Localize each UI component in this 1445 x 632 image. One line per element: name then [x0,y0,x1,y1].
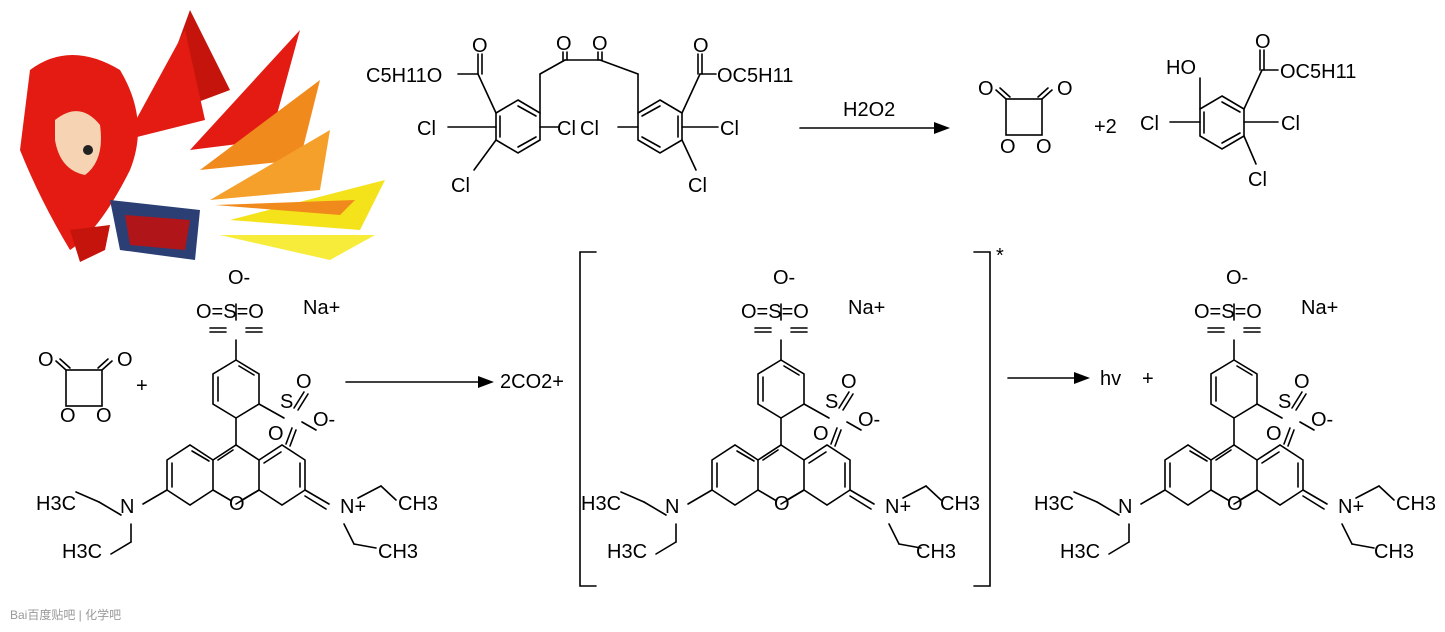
sulfonate-s-label: S [825,391,838,413]
reagent-label: H2O2 [843,99,895,121]
ester-right-label: OC5H11 [717,65,793,87]
sulfonate-o-label: O- [858,409,880,431]
amine-label: N [120,496,134,518]
dioxetanedione [995,87,1053,136]
ring-oxygen-label: O [774,493,790,515]
ethyl-label: H3C [581,493,621,515]
bracket-left [579,251,597,587]
bracket-right [973,251,991,587]
oxygen-label: O [978,78,994,100]
ethyl-label: CH3 [398,493,438,515]
ethyl-label: H3C [36,493,76,515]
amine-label: N [665,496,679,518]
dye-labels-1: O- O=S=O Na+ O S O O- O N N+ H3C H3C CH3… [36,267,438,563]
emission-label: hv [1100,368,1121,390]
sulfonate-o-label: O- [1311,409,1333,431]
sulfonate-o-label: O- [228,267,250,289]
sulfonate-s-label: S [1278,391,1291,413]
plus-sign: + [136,375,148,397]
ethyl-label: CH3 [1374,541,1414,563]
ketone-o-label: O [592,33,608,55]
oxygen-label: O [60,405,76,427]
sulfonate-o-label: O [268,423,284,445]
phenol-ester [1169,49,1279,165]
ketone-o-label: O [556,33,572,55]
sulfonate-o-label: O- [1226,267,1248,289]
sulfonate-o-label: O [813,423,829,445]
iminium-label: N+ [885,496,911,518]
dioxetanedione-reactant [55,358,113,407]
ring-oxygen-label: O [229,493,245,515]
hydroxyl-label: HO [1166,57,1196,79]
ester-right-label: OC5H11 [1280,61,1356,83]
ethyl-label: CH3 [1396,493,1436,515]
sulfonate-s-label: S [280,391,293,413]
sulfonate-label: O=S=O [1194,301,1262,323]
arrow-head [1074,372,1090,384]
cppo-molecule [447,51,719,171]
sulfonate-o-label: O [841,371,857,393]
counter-ion-label: Na+ [848,297,885,319]
oxygen-label: O [96,405,112,427]
counter-ion-label: Na+ [1301,297,1338,319]
sulfonate-label: O=S=O [741,301,809,323]
chlorine-label: Cl [1140,113,1159,135]
plus-sign: + [1142,368,1154,390]
counter-ion-label: Na+ [303,297,340,319]
sulfonate-label: O=S=O [196,301,264,323]
carbonyl-o-label: O [693,35,709,57]
arrow-head [934,122,950,134]
carbonyl-o-label: O [472,35,488,57]
chlorine-label: Cl [580,118,599,140]
sulfonate-o-label: O [296,371,312,393]
chlorine-label: Cl [451,175,470,197]
ethyl-label: H3C [62,541,102,563]
co2-product-label: 2CO2+ [500,371,564,393]
ester-left-label: C5H11O [366,65,442,87]
oxygen-label: O [1000,136,1016,158]
oxygen-label: O [1036,136,1052,158]
chlorine-label: Cl [1248,169,1267,191]
ethyl-label: CH3 [916,541,956,563]
ethyl-label: H3C [607,541,647,563]
sulfonate-o-label: O- [773,267,795,289]
sulfonate-o-label: O [1266,423,1282,445]
chlorine-label: Cl [417,118,436,140]
chlorine-label: Cl [688,175,707,197]
ethyl-label: CH3 [378,541,418,563]
coefficient-label: +2 [1094,116,1117,138]
iminium-label: N+ [340,496,366,518]
ethyl-label: H3C [1034,493,1074,515]
ethyl-label: H3C [1060,541,1100,563]
excited-marker: * [996,245,1004,267]
dye-labels-2: O- O=S=O Na+ O S O O- O N N+ H3C H3C CH3… [581,267,980,563]
arrow-head [478,376,494,388]
sulfonate-o-label: O [1294,371,1310,393]
oxygen-label: O [117,349,133,371]
phoenix-mascot [20,10,385,262]
ethyl-label: CH3 [940,493,980,515]
iminium-label: N+ [1338,496,1364,518]
ring-oxygen-label: O [1227,493,1243,515]
chlorine-label: Cl [1281,113,1300,135]
dye-labels-3: O- O=S=O Na+ O S O O- O N N+ H3C H3C CH3… [1034,267,1436,563]
carbonyl-o-label: O [1255,31,1271,53]
oxygen-label: O [38,349,54,371]
sulfonate-o-label: O- [313,409,335,431]
chlorine-label: Cl [720,118,739,140]
watermark: Bai百度贴吧 | 化学吧 [10,608,122,622]
amine-label: N [1118,496,1132,518]
chlorine-label: Cl [557,118,576,140]
oxygen-label: O [1057,78,1073,100]
